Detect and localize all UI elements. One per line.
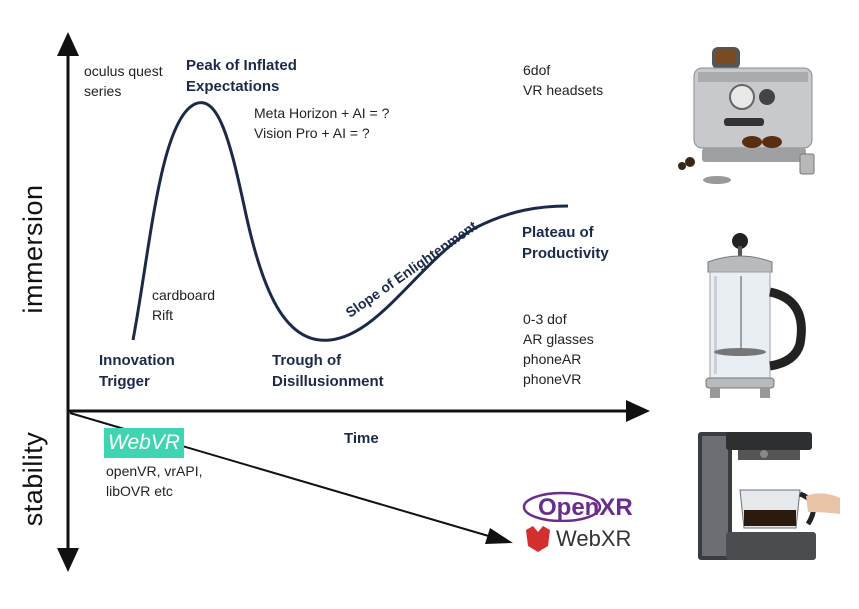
zerodof-line3: phoneAR — [523, 351, 582, 367]
zerodof-line2: AR glasses — [523, 331, 594, 347]
oculus-note: oculus quest series — [84, 61, 163, 101]
innovation-trigger-label: Innovation Trigger — [99, 350, 175, 392]
up-arrow-head — [57, 32, 79, 56]
hype-curve — [131, 101, 569, 342]
oculus-line1: oculus quest — [84, 63, 163, 79]
webvr-logo: WebVR — [104, 428, 184, 458]
time-axis-label: Time — [344, 430, 379, 447]
drip-coffee-maker-image — [698, 432, 840, 560]
plateau-label: Plateau of Productivity — [522, 222, 609, 264]
webxr-icon — [526, 526, 550, 552]
cardboard-line2: Rift — [152, 307, 173, 323]
meta-vision-note: Meta Horizon + AI = ? Vision Pro + AI = … — [254, 103, 389, 143]
innovation-line2: Trigger — [99, 373, 150, 390]
plateau-line2: Productivity — [522, 245, 609, 262]
openxr-text: OpenXR — [538, 494, 633, 521]
innovation-line1: Innovation — [99, 352, 175, 369]
time-arrow-head — [626, 400, 650, 422]
meta-line2: Vision Pro + AI = ? — [254, 125, 370, 141]
peak-label: Peak of Inflated Expectations — [186, 55, 297, 97]
trough-line2: Disillusionment — [272, 373, 384, 390]
espresso-machine-image — [678, 47, 815, 184]
slope-label: Slope of Enlightenment — [343, 217, 481, 320]
sixdof-line1: 6dof — [523, 62, 551, 78]
zerodof-note: 0-3 dof AR glasses phoneAR phoneVR — [523, 309, 594, 389]
stability-axis-label: stability — [18, 431, 48, 527]
trough-label: Trough of Disillusionment — [272, 350, 384, 392]
cardboard-note: cardboard Rift — [152, 285, 215, 325]
down-arrow-head — [57, 548, 79, 572]
french-press-image — [705, 233, 806, 398]
webxr-logo: WebXR — [526, 526, 631, 552]
meta-line1: Meta Horizon + AI = ? — [254, 105, 390, 121]
sixdof-note: 6dof VR headsets — [523, 60, 603, 100]
peak-label-line1: Peak of Inflated — [186, 57, 297, 74]
plateau-line1: Plateau of — [522, 224, 594, 241]
openxr-logo: OpenXR — [522, 491, 633, 522]
trough-line1: Trough of — [272, 352, 342, 369]
zerodof-line4: phoneVR — [523, 371, 582, 387]
immersion-axis-label: immersion — [18, 184, 48, 314]
openvr-line1: openVR, vrAPI, — [106, 463, 203, 479]
cardboard-line1: cardboard — [152, 287, 216, 303]
oculus-line2: series — [84, 83, 122, 99]
openvr-note: openVR, vrAPI, libOVR etc — [106, 461, 203, 501]
sixdof-line2: VR headsets — [523, 82, 604, 98]
openvr-line2: libOVR etc — [106, 483, 173, 499]
zerodof-line1: 0-3 dof — [523, 311, 567, 327]
peak-label-line2: Expectations — [186, 78, 280, 95]
webxr-text: WebXR — [556, 526, 631, 551]
diagonal-arrow-head — [485, 528, 513, 544]
